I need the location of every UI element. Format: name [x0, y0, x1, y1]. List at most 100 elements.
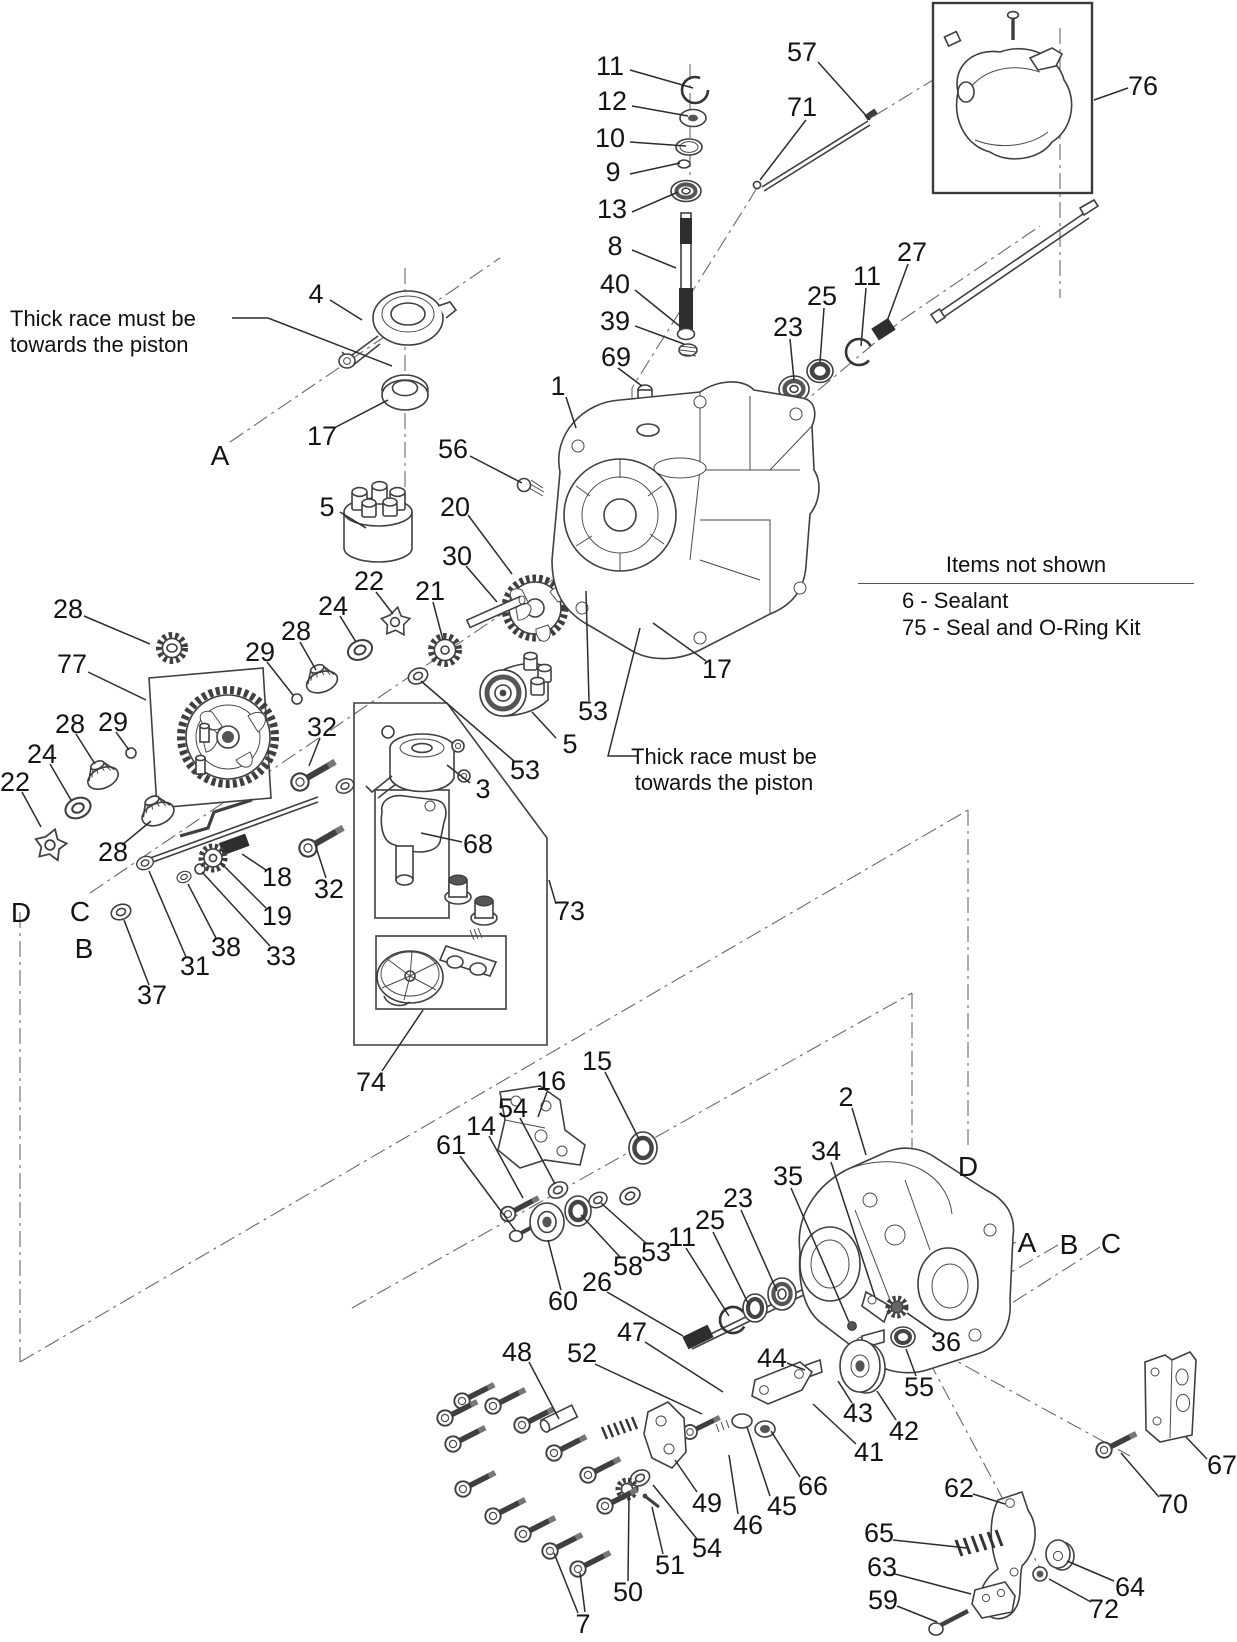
callout-label: 53 — [578, 696, 608, 726]
leader-line — [1066, 1560, 1115, 1582]
leader-line — [604, 1071, 640, 1140]
leader-line — [1120, 1452, 1160, 1498]
part-spider-22a — [378, 603, 413, 639]
leader-line — [488, 1135, 524, 1199]
part-brake-arm-41 — [681, 1361, 814, 1441]
leader-line — [123, 919, 150, 986]
leader-line — [579, 1572, 586, 1613]
leader-line — [634, 289, 683, 329]
leader-line — [812, 1403, 857, 1445]
part-cover-76 — [943, 10, 1073, 160]
callout-label: 25 — [695, 1205, 725, 1235]
leader-line — [712, 1231, 750, 1306]
callout-label: 42 — [889, 1416, 919, 1446]
part-bolt-70 — [1094, 1427, 1140, 1461]
callout-label: 5 — [562, 729, 577, 759]
part-bevel-28c — [300, 659, 342, 698]
part-washer-54a — [544, 1177, 572, 1203]
callout-label: 25 — [807, 281, 837, 311]
callout-label: 60 — [548, 1286, 578, 1316]
part-spring-52 — [600, 1416, 639, 1440]
callout-label: 58 — [613, 1251, 643, 1281]
legend-divider — [858, 583, 1194, 584]
leader-line — [21, 791, 42, 828]
callout-label: 24 — [27, 739, 57, 769]
callout-label: 43 — [843, 1398, 873, 1428]
callout-label: 46 — [733, 1510, 763, 1540]
leader-line — [790, 1187, 850, 1323]
part-final-gear-77 — [177, 686, 279, 788]
callout-label: 14 — [466, 1111, 496, 1141]
leader-line — [187, 883, 217, 939]
part-check-valves — [438, 874, 498, 977]
callout-label: 68 — [463, 829, 493, 859]
callout-label: 17 — [702, 654, 732, 684]
callout-label: 12 — [597, 86, 627, 116]
leader-line — [148, 870, 187, 958]
leader-line — [115, 731, 130, 751]
leader-line — [381, 1009, 424, 1072]
callout-label: 28 — [55, 709, 85, 739]
part-pinion-28a — [156, 632, 188, 664]
callout-label: 10 — [595, 123, 625, 153]
axis-line — [901, 225, 1041, 321]
leader-line — [594, 1363, 703, 1415]
callout-label: 48 — [502, 1337, 532, 1367]
callout-label: 23 — [723, 1183, 753, 1213]
leader-line — [617, 367, 643, 387]
part-fitting-56 — [516, 477, 545, 497]
leader-line — [375, 591, 394, 615]
callout-label: 30 — [442, 541, 472, 571]
callout-label: 52 — [567, 1338, 597, 1368]
callout-label: 16 — [536, 1066, 566, 1096]
annotation-leader-line — [607, 627, 641, 757]
part-bracket-67 — [1144, 1351, 1197, 1443]
section-letter: A — [1018, 1227, 1037, 1258]
annotation-thick-race-upper: Thick race must be towards the piston — [10, 306, 196, 357]
callout-label: 5 — [319, 492, 334, 522]
leader-line — [634, 325, 685, 345]
leader-line — [519, 1117, 556, 1185]
callout-label: 41 — [854, 1437, 884, 1467]
leader-line — [121, 820, 152, 846]
part-spacer-48 — [539, 1404, 579, 1433]
leader-line — [565, 396, 577, 429]
callout-label: 61 — [436, 1130, 466, 1160]
leader-line — [905, 1348, 917, 1377]
callout-label: 72 — [1089, 1594, 1119, 1624]
callout-label: 32 — [307, 712, 337, 742]
part-spring-65 — [954, 1529, 1004, 1557]
part-washer-53b — [405, 664, 431, 688]
callout-label: 73 — [555, 896, 585, 926]
callout-label: 63 — [867, 1552, 897, 1582]
leader-line — [547, 1239, 562, 1291]
part-shift-arm-34 — [847, 1290, 891, 1331]
callout-label: 11 — [596, 51, 624, 81]
leader-line — [308, 737, 321, 767]
callout-label: 67 — [1207, 1450, 1237, 1480]
items-not-shown-legend: Items not shown 6 - Sealant 75 - Seal an… — [858, 552, 1194, 642]
leader-line — [1048, 1578, 1092, 1603]
part-housing-2 — [798, 1147, 1015, 1374]
part-pinion-21 — [428, 633, 462, 667]
leader-line — [860, 287, 867, 347]
part-washer-37 — [108, 900, 134, 924]
leader-line — [728, 1454, 739, 1515]
part-fan-plate-74 — [376, 950, 444, 1007]
leader-line — [314, 843, 327, 879]
leader-line — [629, 162, 681, 175]
leader-line — [652, 1484, 698, 1540]
part-block-63 — [971, 1581, 1016, 1619]
axis-line — [873, 79, 934, 117]
callout-label: 70 — [1158, 1489, 1188, 1519]
callout-label: 35 — [773, 1161, 803, 1191]
leader-line — [220, 862, 267, 909]
callout-label: 56 — [438, 434, 468, 464]
leader-line — [432, 601, 444, 641]
callout-label: 15 — [582, 1046, 612, 1076]
callout-label: 47 — [617, 1317, 647, 1347]
callout-label: 21 — [415, 576, 445, 606]
callout-label: 77 — [57, 649, 87, 679]
leader-line — [896, 1605, 938, 1623]
